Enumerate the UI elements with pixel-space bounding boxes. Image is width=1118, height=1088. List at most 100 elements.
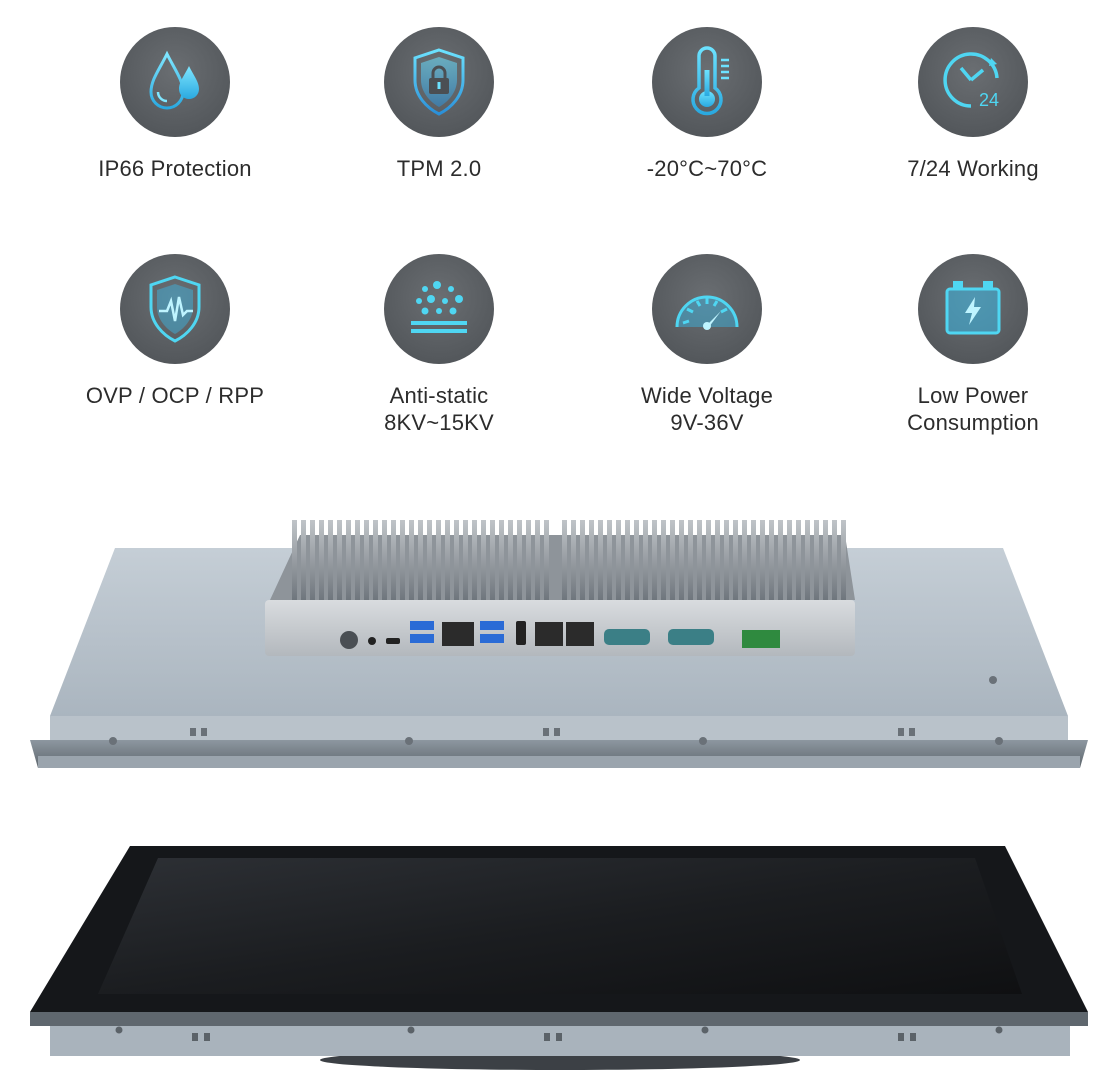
heatsink-fin [409, 520, 414, 600]
heatsink-fin [580, 520, 585, 600]
heatsink-fin [319, 520, 324, 600]
feature-label-line: IP66 Protection [98, 156, 252, 181]
heatsink-fin [373, 520, 378, 600]
heatsink-fin [607, 520, 612, 600]
heatsink-fin [769, 520, 774, 600]
com-port [604, 629, 650, 645]
front-screen [98, 858, 1022, 994]
heatsink-fin [301, 520, 306, 600]
feature-247: 24 7/24 Working [843, 27, 1103, 182]
feature-circle [120, 254, 230, 364]
feature-temperature: -20°C~70°C [577, 27, 837, 182]
feature-label-line: 8KV~15KV [384, 410, 494, 435]
feature-label-line: Anti-static [389, 383, 489, 408]
heatsink-fin [661, 520, 666, 600]
heatsink-fin [463, 520, 468, 600]
feature-antistatic: Anti-static 8KV~15KV [309, 254, 569, 436]
heatsink-fin [526, 520, 531, 600]
heatsink-fin [328, 520, 333, 600]
feature-tpm: TPM 2.0 [309, 27, 569, 182]
feature-label: Low Power Consumption [843, 382, 1103, 436]
usb-port [480, 621, 504, 630]
feature-label-line: TPM 2.0 [396, 156, 482, 181]
heatsink-fin [832, 520, 837, 600]
heatsink-fin [697, 520, 702, 600]
heatsink-fin [481, 520, 486, 600]
feature-ip66: IP66 Protection [45, 27, 305, 182]
back-bezel-lip [38, 756, 1080, 768]
feature-ovp: OVP / OCP / RPP [45, 254, 305, 409]
heatsink-fin [454, 520, 459, 600]
voltage-gauge-icon [675, 295, 739, 330]
back-cover [50, 548, 1068, 716]
heatsink-fin [355, 520, 360, 600]
feature-circle [918, 254, 1028, 364]
heatsink-fin [535, 520, 540, 600]
lan-port [566, 622, 594, 646]
usb-port [410, 634, 434, 643]
back-view [30, 520, 1088, 768]
heatsink-fin [571, 520, 576, 600]
heatsink-fin [490, 520, 495, 600]
static-particles-icon [411, 281, 467, 333]
feature-label-line: Low Power [917, 383, 1029, 408]
mount-clips [109, 676, 1003, 745]
heatsink-fin [310, 520, 315, 600]
feature-label: OVP / OCP / RPP [45, 382, 305, 409]
clock-24-icon: 24 [943, 52, 999, 110]
thermometer-icon [691, 46, 729, 116]
heatsink-fin [346, 520, 351, 600]
feature-voltage: Wide Voltage 9V-36V [577, 254, 837, 436]
heatsink-fin [742, 520, 747, 600]
heatsink-fin [634, 520, 639, 600]
heatsink-fin [796, 520, 801, 600]
feature-label: -20°C~70°C [577, 155, 837, 182]
front-clips [115, 1026, 1003, 1041]
front-rim [30, 1012, 1088, 1026]
hdmi-port [516, 621, 526, 645]
heatsink-fin [688, 520, 693, 600]
front-bezel [30, 846, 1088, 1012]
heatsink-fin [643, 520, 648, 600]
feature-label-line: Consumption [907, 410, 1039, 435]
water-drop-icon [149, 50, 199, 110]
io-ports [340, 621, 780, 649]
feature-circle [384, 254, 494, 364]
feature-circle [120, 27, 230, 137]
heatsink-fin [364, 520, 369, 600]
surge-shield-icon [149, 275, 201, 343]
front-shadow [320, 1050, 800, 1070]
heatsink-fin [760, 520, 765, 600]
tpm-lock-shield-icon [413, 48, 465, 116]
feature-label-line: Wide Voltage [640, 383, 774, 408]
io-plate [265, 600, 855, 656]
power-button [340, 631, 358, 649]
heatsink-fin [337, 520, 342, 600]
heatsink-fin [391, 520, 396, 600]
feature-lowpower: Low Power Consumption [843, 254, 1103, 436]
feature-label-line: 7/24 Working [907, 156, 1039, 181]
usb-port [410, 621, 434, 630]
front-edge [50, 1026, 1070, 1056]
usb-c-port [386, 638, 400, 644]
heatsink-fin [472, 520, 477, 600]
heatsink-fin [292, 520, 297, 600]
feature-label: IP66 Protection [45, 155, 305, 182]
heatsink-fin [778, 520, 783, 600]
heatsink-fin [445, 520, 450, 600]
heatsink-fin [616, 520, 621, 600]
heatsink-fin [418, 520, 423, 600]
heatsink-fin [733, 520, 738, 600]
heatsink-fin [823, 520, 828, 600]
heatsink-fin [787, 520, 792, 600]
heatsink-fin [841, 520, 846, 600]
heatsink-fin [562, 520, 567, 600]
feature-circle: 24 [918, 27, 1028, 137]
heatsink-fin [589, 520, 594, 600]
heatsink-fin [715, 520, 720, 600]
heatsink-fin [805, 520, 810, 600]
lan-port [442, 622, 474, 646]
heatsink-fin [382, 520, 387, 600]
usb-port [480, 634, 504, 643]
heatsink-fin [544, 520, 549, 600]
